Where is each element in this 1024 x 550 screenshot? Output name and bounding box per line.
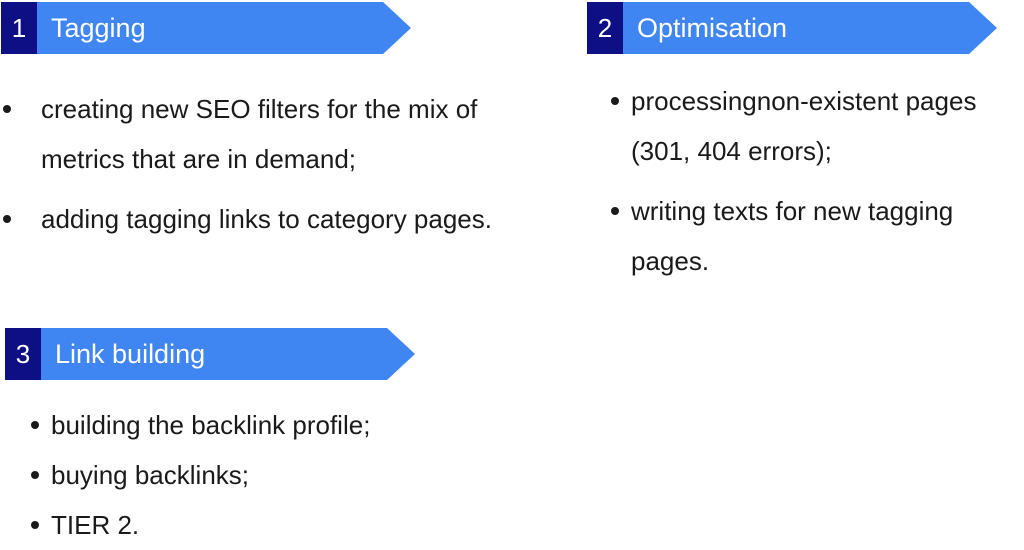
section-title: Tagging xyxy=(37,2,411,54)
bullet-dot-icon xyxy=(3,105,11,113)
section-banner: 3 Link building xyxy=(5,328,505,380)
list-item: building the backlink profile; xyxy=(5,400,505,450)
bullet-dot-icon xyxy=(31,421,39,429)
bullet-list: building the backlink profile; buying ba… xyxy=(5,400,505,550)
section-optimisation: 2 Optimisation processingnon-existent pa… xyxy=(587,2,1017,286)
section-tagging: 1 Tagging creating new SEO filters for t… xyxy=(1,2,501,244)
list-item: TIER 2. xyxy=(5,500,505,550)
section-number-badge: 2 xyxy=(587,2,623,54)
list-item: writing texts for new tagging pages. xyxy=(587,186,1017,286)
list-item-text: buying backlinks; xyxy=(51,460,249,490)
list-item-text: TIER 2. xyxy=(51,510,140,540)
bullet-dot-icon xyxy=(611,207,619,215)
list-item-text: processingnon-existent pages (301, 404 e… xyxy=(631,86,977,166)
section-link-building: 3 Link building building the backlink pr… xyxy=(5,328,505,550)
list-item-text: adding tagging links to category pages. xyxy=(41,204,492,234)
list-item: buying backlinks; xyxy=(5,450,505,500)
bullet-dot-icon xyxy=(31,521,39,529)
list-item: processingnon-existent pages (301, 404 e… xyxy=(587,76,1017,176)
bullet-dot-icon xyxy=(3,215,11,223)
section-title: Optimisation xyxy=(623,2,997,54)
list-item: adding tagging links to category pages. xyxy=(1,194,501,244)
bullet-list: processingnon-existent pages (301, 404 e… xyxy=(587,76,1017,286)
section-number-badge: 3 xyxy=(5,328,41,380)
section-banner: 2 Optimisation xyxy=(587,2,1017,54)
bullet-dot-icon xyxy=(611,97,619,105)
section-banner: 1 Tagging xyxy=(1,2,501,54)
bullet-dot-icon xyxy=(31,471,39,479)
list-item-text: writing texts for new tagging pages. xyxy=(631,196,954,276)
list-item: creating new SEO filters for the mix of … xyxy=(1,84,501,184)
section-number-badge: 1 xyxy=(1,2,37,54)
list-item-text: creating new SEO filters for the mix of … xyxy=(41,94,478,174)
bullet-list: creating new SEO filters for the mix of … xyxy=(1,84,501,244)
list-item-text: building the backlink profile; xyxy=(51,410,371,440)
section-title: Link building xyxy=(41,328,415,380)
